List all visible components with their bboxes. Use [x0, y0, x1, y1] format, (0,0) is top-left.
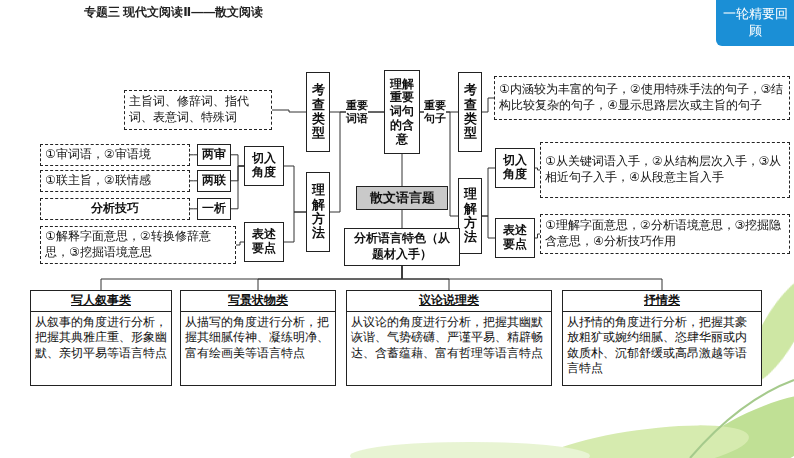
step-box: 两审: [197, 144, 231, 166]
node-text: 从议论的角度进行分析，把握其幽默诙谐、气势磅礴、严谨平易、精辟畅达、含蓄蕴藉、富…: [351, 315, 547, 362]
node-text: 分析技巧: [45, 201, 185, 217]
connector: [284, 212, 306, 242]
step-box: 一析: [197, 198, 231, 220]
genre-card: 写人叙事类从叙事的角度进行分析，把握其典雅庄重、形象幽默、亲切平易等语言特点: [30, 290, 172, 386]
topic-box: 理解重要词句的含意: [384, 70, 420, 154]
node-text: 表述要点: [252, 228, 276, 256]
category-box: 考查类型: [458, 72, 482, 152]
method-box: 表述要点: [495, 218, 535, 258]
detail-box: ①理解字面意思，②分析语境意思，③挖掘隐含意思，④分析技巧作用: [540, 214, 790, 254]
node-text: 理解方法: [464, 187, 477, 244]
connector: [482, 216, 495, 238]
card-heading: 写人叙事类: [31, 291, 171, 312]
connector: [402, 154, 403, 186]
connector: [236, 242, 244, 245]
node-text: 分析语言特色（从题材入手）: [349, 231, 455, 262]
genre-card: 抒情类从抒情的角度进行分析，把握其豪放粗犷或婉约细腻、恣肆华丽或内敛质朴、沉郁舒…: [562, 290, 762, 386]
detail-box: ①从关键词语入手，②从结构层次入手，③从相近句子入手，④从段意主旨入手: [540, 142, 790, 198]
node-text: ①解释字面意思，②转换修辞意思，③挖掘语境意思: [45, 229, 231, 260]
node-text: ①联主旨，②联情感: [45, 173, 185, 189]
detail-box: ①联主旨，②联情感: [40, 170, 190, 192]
connector: [190, 154, 197, 155]
node-text: 两审: [202, 147, 226, 163]
method-box: 切入角度: [495, 148, 535, 188]
step-box: 两联: [197, 170, 231, 192]
connector: [190, 180, 197, 181]
page-heading: 专题三 现代文阅读Ⅱ——散文阅读: [84, 4, 263, 21]
central-topic: 散文语言题: [356, 186, 448, 210]
node-text: 考查类型: [464, 83, 477, 140]
node-text: 切入角度: [503, 154, 527, 182]
node-text: 一轮精要回顾: [720, 6, 790, 40]
feature-box: 分析语言特色（从题材入手）: [344, 228, 460, 266]
connector: [190, 208, 197, 209]
node-text: 从描写的角度进行分析，把握其细腻传神、凝练明净、富有绘画美等语言特点: [185, 315, 331, 362]
connector: [482, 98, 494, 112]
detail-box: ①内涵较为丰富的句子，②使用特殊手法的句子，③结构比较复杂的句子，④显示思路层次…: [494, 76, 790, 120]
edge-label: 重要词语: [346, 99, 368, 124]
connector: [402, 266, 662, 290]
node-text: 散文语言题: [361, 190, 443, 207]
node-text: 理解重要词句的含意: [390, 78, 414, 147]
category-box: 考查类型: [306, 72, 330, 152]
node-text: 考查类型: [312, 83, 325, 140]
genre-card: 写景状物类从描写的角度进行分析，把握其细腻传神、凝练明净、富有绘画美等语言特点: [180, 290, 336, 386]
detail-box: 主旨词、修辞词、指代词、表意词、特殊词: [124, 90, 272, 130]
connector: [482, 168, 495, 216]
node-text: 两联: [202, 173, 226, 189]
node-text: ①内涵较为丰富的句子，②使用特殊手法的句子，③结构比较复杂的句子，④显示思路层次…: [499, 82, 785, 113]
node-text: ①从关键词语入手，②从结构层次入手，③从相近句子入手，④从段意主旨入手: [545, 154, 785, 185]
node-text: 表述要点: [503, 224, 527, 252]
leaf: [350, 442, 590, 458]
leaf-vein: [690, 380, 794, 458]
connector: [402, 266, 449, 290]
section-badge: 一轮精要回顾: [716, 0, 794, 46]
connector: [258, 266, 402, 290]
node-text: 主旨词、修辞词、指代词、表意词、特殊词: [129, 94, 267, 125]
category-box: 理解方法: [458, 178, 482, 254]
card-heading: 议论说理类: [347, 291, 551, 312]
node-text: ①审词语，②审语境: [45, 147, 185, 163]
connector: [402, 210, 403, 228]
connector: [272, 110, 306, 112]
node-text: 理解方法: [312, 183, 325, 240]
connector: [231, 155, 244, 166]
connector: [231, 166, 244, 209]
node-text: 一析: [202, 201, 226, 217]
edge-label: 重要句子: [424, 99, 446, 124]
card-heading: 抒情类: [563, 291, 761, 312]
node-text: ①理解字面意思，②分析语境意思，③挖掘隐含意思，④分析技巧作用: [545, 218, 785, 249]
card-heading: 写景状物类: [181, 291, 335, 312]
connector: [101, 266, 402, 290]
node-text: 从叙事的角度进行分析，把握其典雅庄重、形象幽默、亲切平易等语言特点: [35, 315, 167, 362]
node-text: 从抒情的角度进行分析，把握其豪放粗犷或婉约细腻、恣肆华丽或内敛质朴、沉郁舒缓或高…: [567, 315, 757, 377]
detail-box: ①解释字面意思，②转换修辞意思，③挖掘语境意思: [40, 226, 236, 264]
detail-box: 分析技巧: [40, 198, 190, 220]
detail-box: ①审词语，②审语境: [40, 144, 190, 166]
connector: [284, 166, 306, 212]
category-box: 理解方法: [306, 172, 330, 252]
method-box: 切入角度: [244, 146, 284, 186]
genre-card: 议论说理类从议论的角度进行分析，把握其幽默诙谐、气势磅礴、严谨平易、精辟畅达、含…: [346, 290, 552, 386]
method-box: 表述要点: [244, 222, 284, 262]
node-text: 切入角度: [252, 152, 276, 180]
